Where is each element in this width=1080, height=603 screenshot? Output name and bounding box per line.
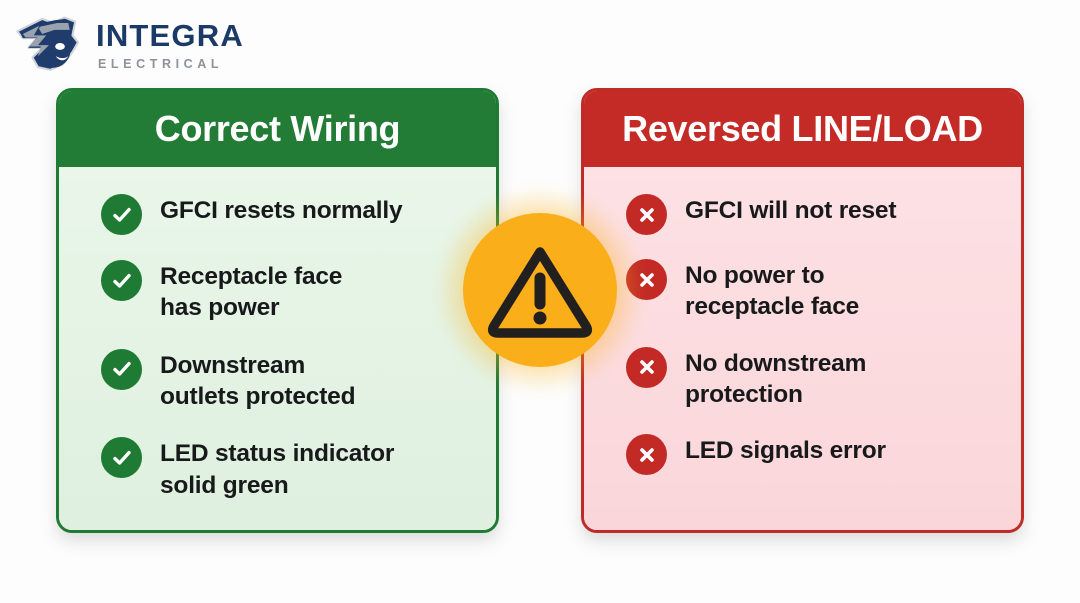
card-correct-wiring: Correct Wiring GFCI resets normally Re (56, 88, 499, 533)
x-circle-icon (626, 259, 667, 300)
card-header-correct-wiring: Correct Wiring (59, 91, 496, 167)
list-item-label: No downstream protection (685, 349, 867, 409)
list-item: Downstream outlets protected (101, 348, 470, 413)
list-item: No downstream protection (626, 346, 995, 411)
list-item: LED status indicator solid green (101, 436, 470, 501)
list-item: LED signals error (626, 433, 995, 476)
checklist-reversed-line-load: GFCI will not reset No power to receptac… (626, 193, 995, 476)
list-item-label: Downstream outlets protected (160, 351, 356, 411)
card-reversed-line-load: Reversed LINE/LOAD GFCI will not reset (581, 88, 1024, 533)
check-circle-icon (101, 437, 142, 479)
card-title-reversed-line-load: Reversed LINE/LOAD (622, 108, 983, 149)
list-item-label: LED status indicator solid green (160, 440, 395, 499)
list-item: GFCI resets normally (101, 193, 470, 235)
brand-wordmark: INTEGRA ELECTRICAL (96, 16, 244, 71)
list-item: Receptacle face has power (101, 259, 470, 324)
checklist-correct-wiring: GFCI resets normally Receptacle face has… (101, 193, 470, 501)
list-item: GFCI will not reset (626, 193, 995, 235)
card-body-reversed-line-load: GFCI will not reset No power to receptac… (584, 167, 1021, 530)
check-circle-icon (101, 348, 142, 390)
brand-subtitle: ELECTRICAL (98, 56, 224, 71)
x-circle-icon (626, 194, 667, 235)
comparison-cards: Correct Wiring GFCI resets normally Re (0, 88, 1080, 538)
brand-name: INTEGRA (96, 17, 244, 53)
x-circle-icon (626, 346, 667, 388)
check-circle-icon (101, 194, 142, 235)
list-item-label: No power to receptacle face (685, 262, 860, 321)
card-title-correct-wiring: Correct Wiring (154, 108, 401, 149)
warning-triangle-icon (463, 213, 617, 367)
brand-logo: INTEGRA ELECTRICAL (14, 12, 244, 74)
list-item-label: GFCI will not reset (685, 197, 897, 224)
x-circle-icon (626, 434, 667, 476)
list-item-label: LED signals error (685, 437, 886, 465)
list-item-label: GFCI resets normally (160, 197, 403, 224)
list-item: No power to receptacle face (626, 258, 995, 323)
integra-lightning-head-logo-icon (16, 16, 79, 71)
card-header-reversed-line-load: Reversed LINE/LOAD (584, 91, 1021, 167)
check-circle-icon (101, 260, 142, 301)
card-body-correct-wiring: GFCI resets normally Receptacle face has… (59, 167, 496, 530)
list-item-label: Receptacle face has power (160, 263, 343, 322)
